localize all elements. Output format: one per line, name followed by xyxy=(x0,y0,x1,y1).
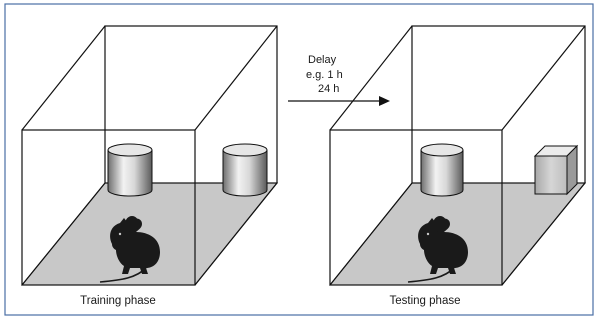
testing-mouse xyxy=(407,216,468,283)
training-back-face xyxy=(104,25,278,184)
testing-back-face xyxy=(411,25,586,184)
testing-edge-tl xyxy=(329,25,413,131)
training-object-cylinder-right xyxy=(222,143,268,197)
training-edge-br xyxy=(194,182,278,286)
training-edge-tr xyxy=(194,25,278,131)
testing-object-cube xyxy=(533,144,579,196)
testing-edge-bl xyxy=(329,182,413,286)
training-floor xyxy=(20,182,279,286)
training-edge-tl xyxy=(21,25,106,131)
testing-edge-br xyxy=(501,182,586,286)
training-box: Training phase xyxy=(20,25,279,307)
testing-box: Testing phase xyxy=(328,25,587,307)
delay-label: Delay xyxy=(308,54,337,66)
delay-arrow-head xyxy=(379,96,390,106)
training-object-cylinder-left xyxy=(107,143,153,197)
delay-example-24h: 24 h xyxy=(318,83,339,95)
training-caption: Training phase xyxy=(80,295,156,307)
training-mouse xyxy=(99,216,160,283)
training-front-face xyxy=(21,129,196,286)
testing-object-cylinder xyxy=(420,143,464,197)
delay-annotation: Delay e.g. 1 h 24 h xyxy=(288,54,390,106)
testing-front-face xyxy=(329,129,503,286)
testing-floor xyxy=(328,182,587,286)
training-edge-bl xyxy=(21,182,106,286)
testing-caption: Testing phase xyxy=(390,295,461,307)
figure-border xyxy=(4,3,594,316)
testing-edge-tr xyxy=(501,25,586,131)
delay-example-1h: e.g. 1 h xyxy=(306,69,343,81)
